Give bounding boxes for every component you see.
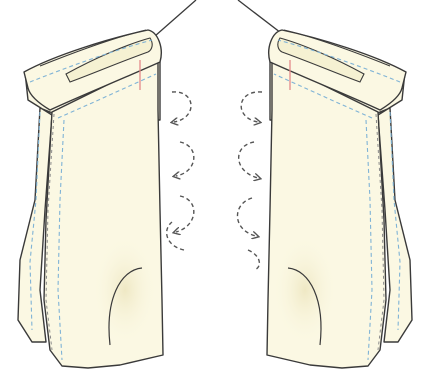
right-arrow-3 [237,198,256,236]
left-arrows [167,92,194,250]
right-arrow-1 [241,92,262,122]
left-arrow-3 [176,196,194,232]
left-arrow-link [167,222,184,250]
left-arrow-1 [172,92,191,122]
guide-lines [155,0,285,36]
left-shade [93,235,157,345]
left-piece [18,30,163,368]
right-arrows [237,92,262,270]
right-guide-line [238,0,285,36]
left-arrow-2 [176,142,194,176]
left-guide-line [155,0,196,36]
right-arrow-link [248,250,259,270]
right-shade [273,235,337,345]
right-piece [267,30,412,368]
right-arrow-2 [239,142,258,178]
